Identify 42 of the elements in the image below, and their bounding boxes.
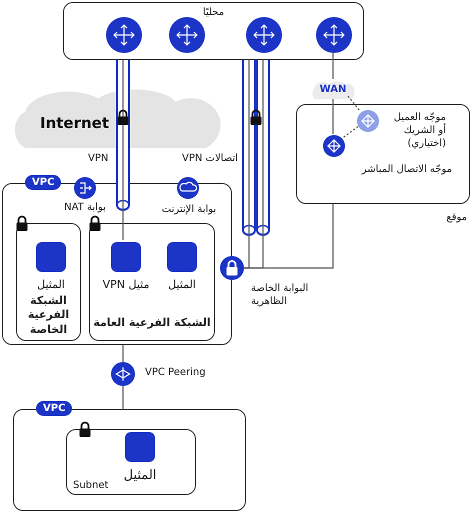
box-title: محليًا [202, 6, 226, 19]
router-icon [106, 17, 142, 53]
subnet-label: الشبكة الفرعية العامة [92, 316, 212, 330]
nat-gateway-icon [74, 177, 96, 199]
dotted-line [342, 126, 358, 139]
instance-label: مثيل VPN [102, 278, 150, 292]
router-icon [357, 110, 379, 132]
router-icon [246, 17, 282, 53]
subnet-box [16, 223, 81, 341]
instance-label: المثيل [122, 468, 158, 485]
internet-gateway-icon [177, 177, 199, 199]
cloud-label: Internet [40, 114, 110, 134]
subnet-box [89, 223, 215, 341]
instance-label: المثيل [36, 278, 66, 292]
gateway-label: بوابة الإنترنت [160, 203, 218, 216]
router-icon [316, 17, 352, 53]
instance-label: المثيل [167, 278, 197, 292]
gateway-label: البوابة الخاصة الظاهرية [251, 282, 310, 308]
connector-line [122, 345, 124, 362]
connector-line [122, 386, 124, 409]
connector-line [332, 99, 334, 134]
vpc-badge: VPC [36, 401, 72, 416]
connector-line [244, 204, 334, 269]
router-label: موجّه الاتصال المباشر [360, 163, 452, 176]
peering-label: VPC Peering [145, 366, 207, 379]
vpc-badge: VPC [25, 175, 62, 190]
subnet-label: الشبكة الفرعية الخاصة [26, 294, 70, 337]
cloud-label: WAN [318, 83, 348, 96]
router-icon [323, 135, 345, 157]
gateway-label: بوابة NAT [63, 201, 107, 214]
router-icon [169, 17, 205, 53]
gateway-icon [220, 256, 244, 280]
subnet-box [66, 429, 196, 495]
peering-icon [111, 362, 135, 386]
subnet-label: Subnet [73, 479, 108, 492]
connector-line [122, 60, 124, 240]
router-label: موجّه العميل أو الشريك (اختياري) [392, 111, 446, 150]
box-title: موقع [446, 211, 467, 224]
cloud [311, 79, 355, 99]
dotted-line [348, 96, 361, 112]
premises-box [63, 2, 364, 60]
connector-line [332, 52, 334, 79]
